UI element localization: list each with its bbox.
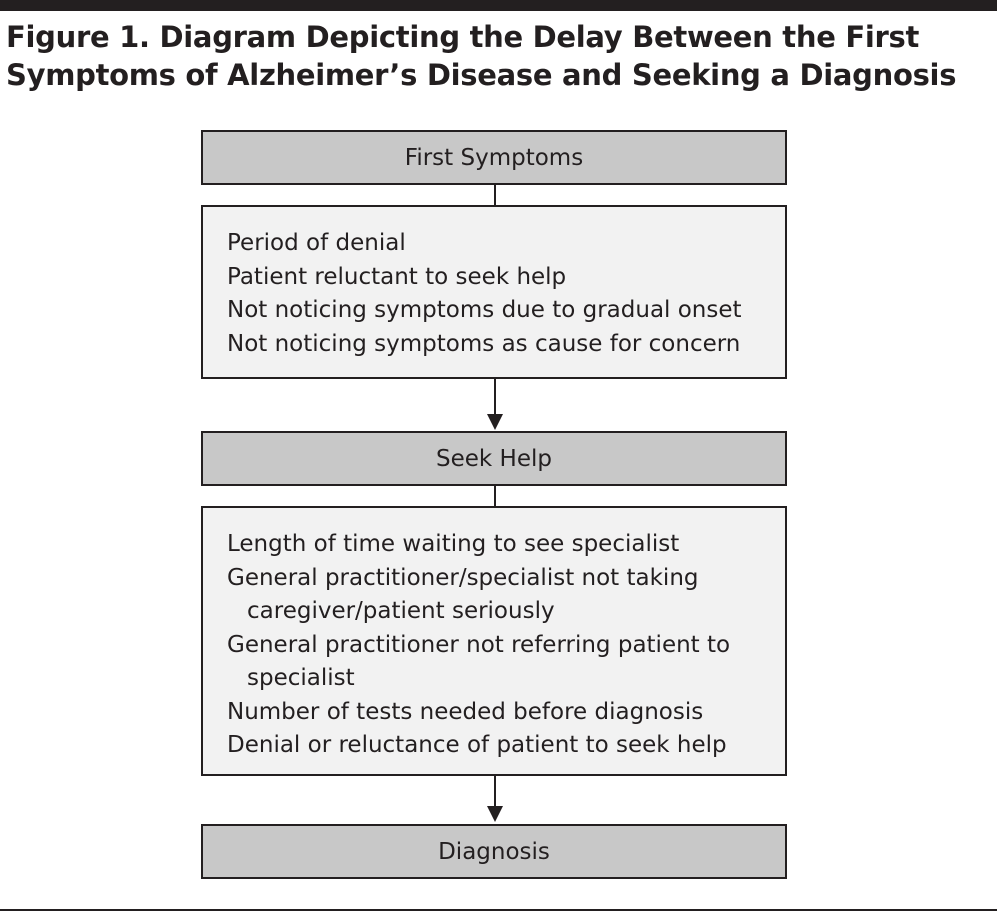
delay-item: Denial or reluctance of patient to seek …	[227, 732, 727, 758]
delay-box-before-diagnosis: Length of time waiting to see specialist…	[201, 506, 787, 776]
connector-line-3	[494, 486, 496, 508]
delay-item: General practitioner/specialist not taki…	[227, 564, 699, 591]
arrow-down-icon	[487, 806, 503, 822]
figure-title-line-1: Figure 1. Diagram Depicting the Delay Be…	[6, 20, 920, 54]
figure-title: Figure 1. Diagram Depicting the Delay Be…	[6, 18, 991, 94]
stage-first-symptoms-label: First Symptoms	[404, 144, 584, 171]
delay-item: Patient reluctant to seek help	[227, 263, 567, 290]
top-rule	[0, 0, 997, 11]
stage-seek-help-label: Seek Help	[436, 445, 552, 472]
delay-item-continuation: caregiver/patient seriously	[247, 598, 555, 624]
stage-diagnosis-label: Diagnosis	[438, 838, 550, 865]
connector-line-1	[494, 185, 496, 207]
bottom-rule	[0, 909, 997, 911]
delay-item: Number of tests needed before diagnosis	[227, 698, 704, 725]
delay-item: Period of denial	[227, 230, 406, 256]
connector-line-2	[494, 379, 496, 415]
delay-item-continuation: specialist	[247, 665, 355, 691]
delay-item: Not noticing symptoms due to gradual ons…	[227, 297, 742, 323]
delay-item: Not noticing symptoms as cause for conce…	[227, 330, 741, 357]
delay-item: Length of time waiting to see specialist	[227, 531, 680, 557]
delay-item: General practitioner not referring patie…	[227, 631, 731, 658]
stage-first-symptoms: First Symptoms	[201, 130, 787, 185]
figure-title-line-2: Symptoms of Alzheimer’s Disease and Seek…	[6, 58, 957, 92]
stage-diagnosis: Diagnosis	[201, 824, 787, 879]
arrow-down-icon	[487, 414, 503, 430]
delay-box-before-help: Period of denial Patient reluctant to se…	[201, 205, 787, 379]
connector-line-4	[494, 776, 496, 808]
stage-seek-help: Seek Help	[201, 431, 787, 486]
